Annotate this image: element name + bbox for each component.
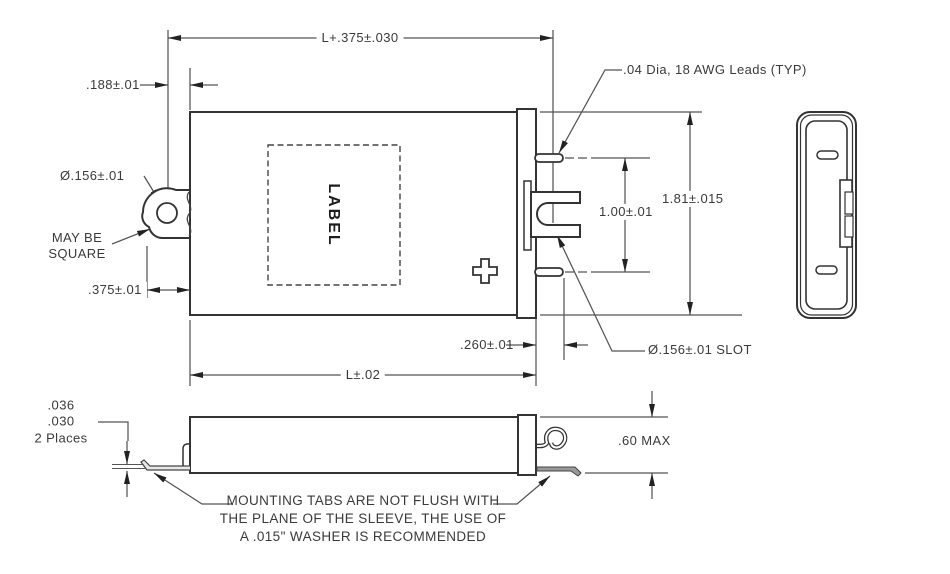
label-placeholder-text: LABEL (325, 183, 342, 247)
may-be-square-leader (111, 228, 151, 245)
note-leader-right (493, 475, 551, 505)
bracket-flange (523, 180, 532, 251)
may-be-square-line2: SQUARE (48, 246, 106, 261)
main-view (141, 108, 581, 319)
end-view-bracket-detail (844, 215, 854, 238)
slot-leader (556, 234, 645, 352)
end-view-slot-bottom (815, 265, 838, 275)
end-cap-side (517, 414, 537, 476)
tab-thickness-value-1: .036 (47, 397, 75, 413)
dim-tab-thickness-label: .036 .030 2 Places (34, 398, 87, 447)
note-line-1: MOUNTING TABS ARE NOT FLUSH WITH (226, 493, 500, 508)
dim-slot-label: Ø.156±.01 SLOT (648, 341, 752, 357)
dim-overall-length-label: L+.375±.030 (316, 29, 404, 47)
note-leader-left (153, 472, 233, 505)
may-be-square-line1: MAY BE (51, 229, 103, 245)
end-view-slot-top (816, 150, 839, 160)
dim-slot-offset-label: .260±.01 (460, 336, 514, 352)
note-line-2: THE PLANE OF THE SLEEVE, THE USE OF (219, 511, 507, 526)
dim-tab-thickness-leader (98, 421, 129, 441)
slot-bracket (530, 191, 581, 238)
mounting-tab-right-side (536, 466, 582, 477)
may-be-square-label: MAY BE SQUARE (48, 230, 105, 263)
end-view (796, 111, 857, 319)
lead-hook-wire-inner (536, 427, 567, 449)
tab-bend-inner (182, 443, 191, 466)
leads-note-label: .04 Dia, 18 AWG Leads (TYP) (623, 61, 807, 77)
lead-top (534, 153, 564, 163)
dim-max-height-label: .60 MAX (618, 432, 671, 448)
dim-end-offset-label: .188±.01 (86, 76, 140, 92)
tab-break-line (186, 191, 192, 237)
leads-note-leader (558, 69, 622, 154)
polarity-plus-mark (472, 258, 498, 284)
dim-tab-length-label: .375±.01 (88, 281, 147, 299)
end-view-bracket-detail (844, 191, 854, 215)
sleeve-body (189, 111, 518, 316)
note-line-3: A .015" WASHER IS RECOMMENDED (239, 529, 487, 544)
label-outline (267, 144, 401, 286)
tab-thickness-places: 2 Places (34, 430, 88, 446)
sleeve-body-side (189, 416, 519, 474)
mounting-tab-left-side (140, 459, 190, 471)
dim-hole-label: Ø.156±.01 (60, 167, 125, 183)
lead-bottom (534, 267, 564, 277)
dim-lead-spacing-label: 1.00±.01 (594, 203, 658, 221)
mounting-tab-note: MOUNTING TABS ARE NOT FLUSH WITH THE PLA… (220, 492, 507, 546)
side-view (140, 414, 582, 477)
tab-hole (156, 202, 178, 224)
dim-sleeve-length-label: L±.02 (340, 366, 386, 384)
dim-height-label: 1.81±.015 (657, 190, 729, 208)
tab-thickness-value-2: .030 (47, 413, 75, 429)
